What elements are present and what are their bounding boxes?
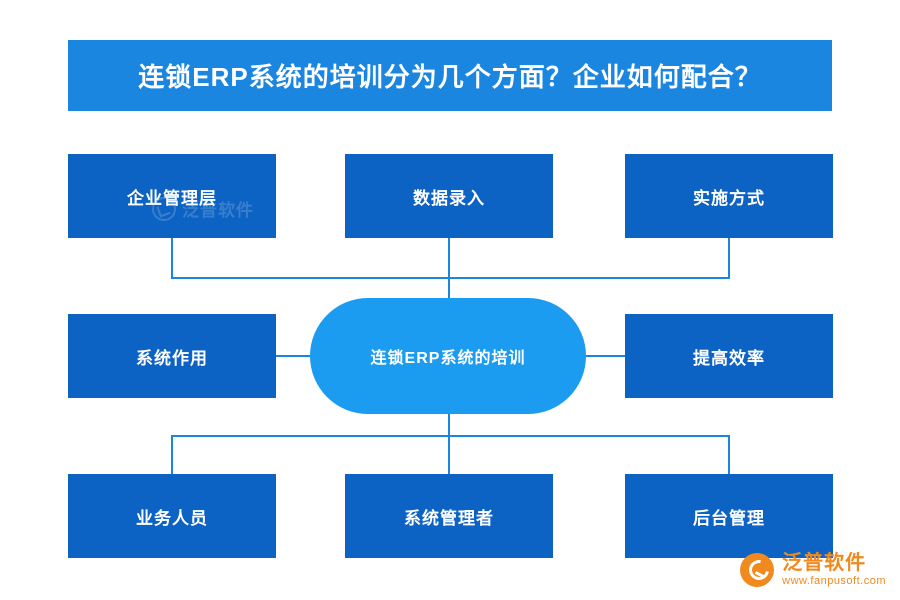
connector-top-mid-stub xyxy=(448,238,450,278)
connector-top-left-stub xyxy=(171,238,173,278)
node-label: 提高效率 xyxy=(693,348,765,368)
brand-logo-icon xyxy=(740,553,775,588)
brand-logo: 泛普软件 www.fanpusoft.com xyxy=(740,552,886,588)
node-label: 企业管理层 xyxy=(127,188,217,208)
node-business-staff[interactable]: 业务人员 xyxy=(68,474,276,558)
node-enterprise-management[interactable]: 企业管理层 xyxy=(68,154,276,238)
node-data-entry[interactable]: 数据录入 xyxy=(345,154,553,238)
node-label: 后台管理 xyxy=(693,508,765,528)
brand-text-group: 泛普软件 www.fanpusoft.com xyxy=(782,552,886,588)
center-node-label: 连锁ERP系统的培训 xyxy=(370,350,526,367)
connector-bottom-bus xyxy=(171,435,730,437)
node-backend-management[interactable]: 后台管理 xyxy=(625,474,833,558)
brand-name: 泛普软件 xyxy=(782,552,867,575)
node-system-administrator[interactable]: 系统管理者 xyxy=(345,474,553,558)
brand-url: www.fanpusoft.com xyxy=(782,575,886,588)
connector-bottom-right-stub xyxy=(728,435,730,475)
connector-top-bus xyxy=(171,277,730,279)
page-title: 连锁ERP系统的培训分为几个方面？企业如何配合？ xyxy=(138,62,762,92)
connector-center-to-right xyxy=(584,355,626,357)
connector-center-to-left xyxy=(276,355,312,357)
connector-top-to-center xyxy=(448,277,450,300)
node-label: 系统作用 xyxy=(136,348,208,368)
connector-top-right-stub xyxy=(728,238,730,278)
title-banner: 连锁ERP系统的培训分为几个方面？企业如何配合？ xyxy=(68,40,832,111)
connector-bottom-left-stub xyxy=(171,435,173,475)
node-label: 系统管理者 xyxy=(404,508,494,528)
node-implementation-method[interactable]: 实施方式 xyxy=(625,154,833,238)
node-label: 数据录入 xyxy=(413,188,485,208)
node-improve-efficiency[interactable]: 提高效率 xyxy=(625,314,833,398)
node-label: 业务人员 xyxy=(136,508,208,528)
node-label: 实施方式 xyxy=(693,188,765,208)
connector-bottom-mid-stub xyxy=(448,435,450,475)
node-system-role[interactable]: 系统作用 xyxy=(68,314,276,398)
connector-center-to-bottom xyxy=(448,412,450,436)
node-center-erp-training[interactable]: 连锁ERP系统的培训 xyxy=(310,298,586,414)
